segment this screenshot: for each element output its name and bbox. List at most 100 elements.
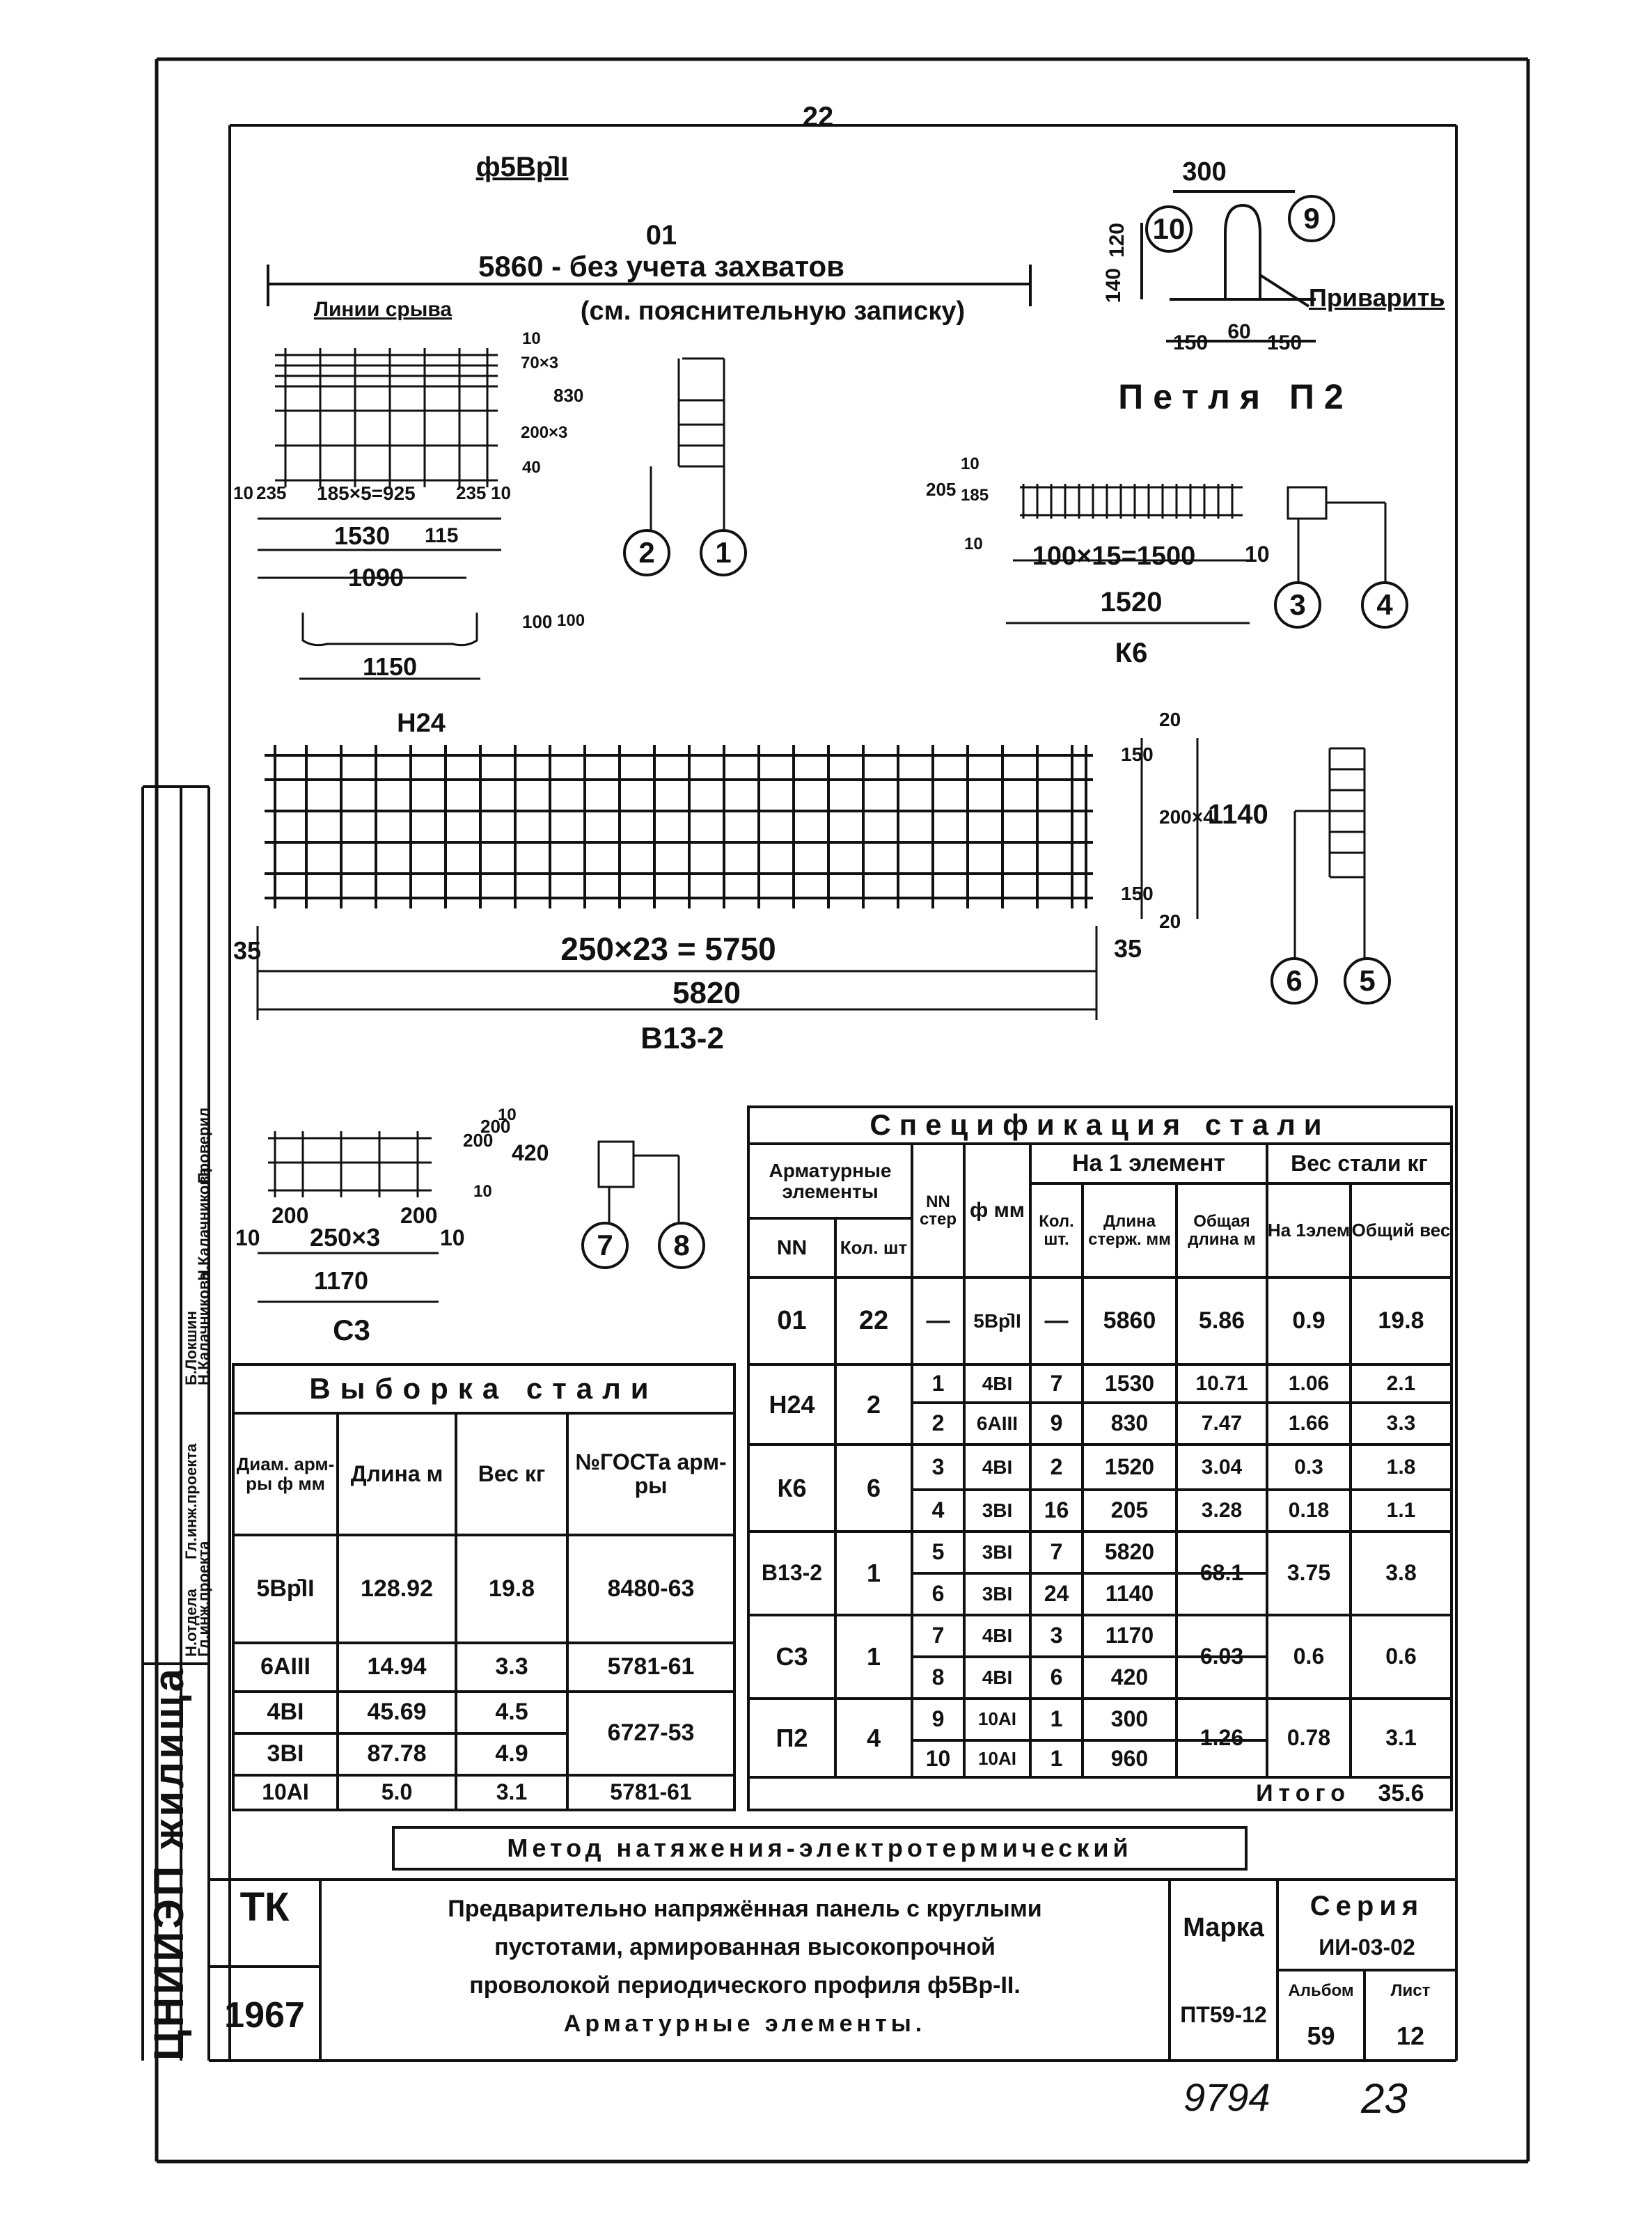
title-marka-value: ПТ59-12 [1180, 2002, 1267, 2028]
spec-bar-len-9: 300 [1110, 1706, 1149, 1732]
sample-row1-dia: 5Вр̄II [256, 1575, 315, 1602]
spec-bar-tl-4: 3.28 [1201, 1499, 1243, 1522]
c3-dim-10-left: 10 [235, 1225, 260, 1250]
spec-bar-dia-8: 4ВI [982, 1667, 1013, 1689]
b13-dim-20-top: 20 [1159, 709, 1181, 730]
loop-dim-150-left: 150 [1172, 331, 1209, 354]
spec-header-total-length: Общая длина м [1188, 1212, 1256, 1249]
k6-dim-10-right: 10 [1245, 542, 1270, 567]
loop-dim-150-right: 150 [1266, 331, 1303, 354]
spec-table-title: Спецификация стали [870, 1108, 1330, 1142]
spec-bar-len-4: 205 [1110, 1497, 1149, 1523]
spec-weight-one-c3: 0.6 [1293, 1644, 1325, 1669]
n24-dim-235-right: 235 [456, 482, 487, 503]
spec-qty-k6: 6 [866, 1473, 881, 1502]
n24-dim-100-side: 100 [522, 611, 553, 632]
b13-dim-20-bottom: 20 [1159, 911, 1181, 932]
callout-1: 1 [700, 529, 747, 576]
sample-header-gost: №ГОСТа арм-ры [575, 1449, 727, 1498]
spec-qty-b13: 1 [866, 1559, 881, 1588]
b13-title: В13-2 [640, 1021, 724, 1055]
spec-bar-count-8: 6 [1050, 1664, 1063, 1690]
c3-title: С3 [333, 1314, 370, 1346]
b13-dim-35-right: 35 [1114, 934, 1142, 963]
b13-dim-span: 250×23 = 5750 [560, 931, 776, 967]
sample-row4-length: 87.78 [367, 1740, 427, 1768]
sample-row5-gost: 5781-61 [610, 1779, 692, 1805]
spec-bar-dia-6: 3ВI [982, 1583, 1013, 1605]
spec-bar-n-01: — [926, 1307, 950, 1334]
title-line-4: Арматурные элементы. [563, 2010, 927, 2037]
cut-lines-label: Линии срыва [313, 298, 453, 321]
sample-row1-gost: 8480-63 [607, 1575, 695, 1602]
c3-dim-1170: 1170 [313, 1266, 369, 1295]
spec-bar-tl-1: 10.71 [1195, 1371, 1248, 1395]
spec-bar-len-2: 830 [1110, 1410, 1149, 1436]
b13-dim-5820: 5820 [672, 976, 741, 1010]
title-series-value: ИИ-03-02 [1319, 1934, 1415, 1960]
stamp-organization: ЦНИИЭП жилища [145, 1665, 192, 2061]
spec-header-dia: ф мм [970, 1199, 1025, 1222]
spec-qty-01: 22 [858, 1305, 889, 1335]
c3-dim-200-left: 200 [272, 1203, 309, 1228]
spec-bar-dia-7: 4ВI [982, 1625, 1013, 1647]
spec-bar-wo-2: 1.66 [1288, 1412, 1330, 1435]
spec-mark-p2: П2 [776, 1723, 808, 1752]
n24-dim-10-top: 10 [522, 329, 541, 348]
n24-dim-1150: 1150 [362, 652, 418, 681]
spec-qty-c3: 1 [866, 1642, 881, 1671]
spec-bar-len-10: 960 [1110, 1745, 1149, 1771]
spec-header-weight-total: Общий вес [1351, 1219, 1451, 1241]
spec-qty-n24: 2 [866, 1390, 881, 1419]
spec-bar-len-5: 5820 [1104, 1539, 1155, 1565]
n24-dim-830: 830 [553, 385, 584, 406]
n24-title: Н24 [397, 709, 446, 738]
sample-row5-dia: 10АI [262, 1779, 309, 1805]
spec-bar-tl-3: 3.04 [1201, 1455, 1243, 1479]
spec-mark-01: 01 [777, 1305, 807, 1335]
element-01-length: 5860 - без учета захватов [478, 250, 844, 283]
spec-bar-n-5: 5 [931, 1539, 945, 1565]
sample-row2-weight: 3.3 [495, 1653, 528, 1680]
sample-row3-gost: 6727-53 [607, 1719, 695, 1747]
spec-header-count: Кол. шт. [1039, 1212, 1074, 1249]
spec-bar-count-4: 16 [1044, 1497, 1069, 1523]
k6-dim-10-top: 10 [961, 455, 980, 473]
sample-table-title: Выборка стали [309, 1371, 659, 1405]
spec-bar-n-8: 8 [931, 1664, 945, 1690]
k6-dim-205: 205 [926, 479, 957, 500]
title-album-value: 59 [1307, 2022, 1335, 2051]
spec-bar-len-6: 1140 [1105, 1581, 1154, 1607]
loop-dim-120: 120 [1106, 223, 1128, 258]
title-line-2: пустотами, армированная высокопрочной [494, 1933, 996, 1960]
sample-row2-gost: 5781-61 [607, 1653, 695, 1680]
n24-dim-115: 115 [425, 524, 459, 547]
bar-spec-label: ф5Вр̄II [475, 152, 569, 182]
spec-weight-total-01: 19.8 [1378, 1307, 1424, 1334]
spec-weight-one-p2: 0.78 [1287, 1724, 1331, 1750]
b13-dim-200x4: 200×4 [1159, 806, 1214, 828]
n24-dim-1090: 1090 [347, 563, 404, 592]
title-series-label: Серия [1309, 1890, 1424, 1921]
spec-mark-k6: К6 [777, 1473, 807, 1502]
title-line-3: проволокой периодического профиля ф5Вр-I… [469, 1971, 1021, 1999]
sample-row3-length: 45.69 [367, 1699, 427, 1726]
title-album-label: Альбом [1288, 1981, 1354, 2001]
spec-bar-n-2: 2 [931, 1410, 945, 1436]
k6-dim-10-left: 10 [964, 535, 983, 553]
spec-bar-len-3: 1520 [1104, 1454, 1155, 1479]
spec-bar-dia-2: 6АIII [976, 1412, 1018, 1435]
sample-row2-dia: 6АIII [260, 1653, 310, 1680]
spec-weight-total-b13: 3.8 [1385, 1560, 1417, 1586]
sample-header-length: Длина м [350, 1461, 443, 1486]
spec-qty-p2: 4 [866, 1723, 881, 1752]
c3-dim-10-a: 10 [473, 1182, 492, 1201]
n24-dim-100: 100 [557, 611, 585, 630]
b13-dim-35-left: 35 [233, 936, 262, 965]
loop-weld-note: Приварить [1309, 283, 1445, 312]
loop-dim-140: 140 [1102, 268, 1125, 304]
spec-bar-dia-9: 10АI [978, 1708, 1016, 1730]
spec-bar-dia-5: 3ВI [982, 1541, 1013, 1564]
signature-role-3: Гл.инж.проекта [195, 1541, 212, 1657]
